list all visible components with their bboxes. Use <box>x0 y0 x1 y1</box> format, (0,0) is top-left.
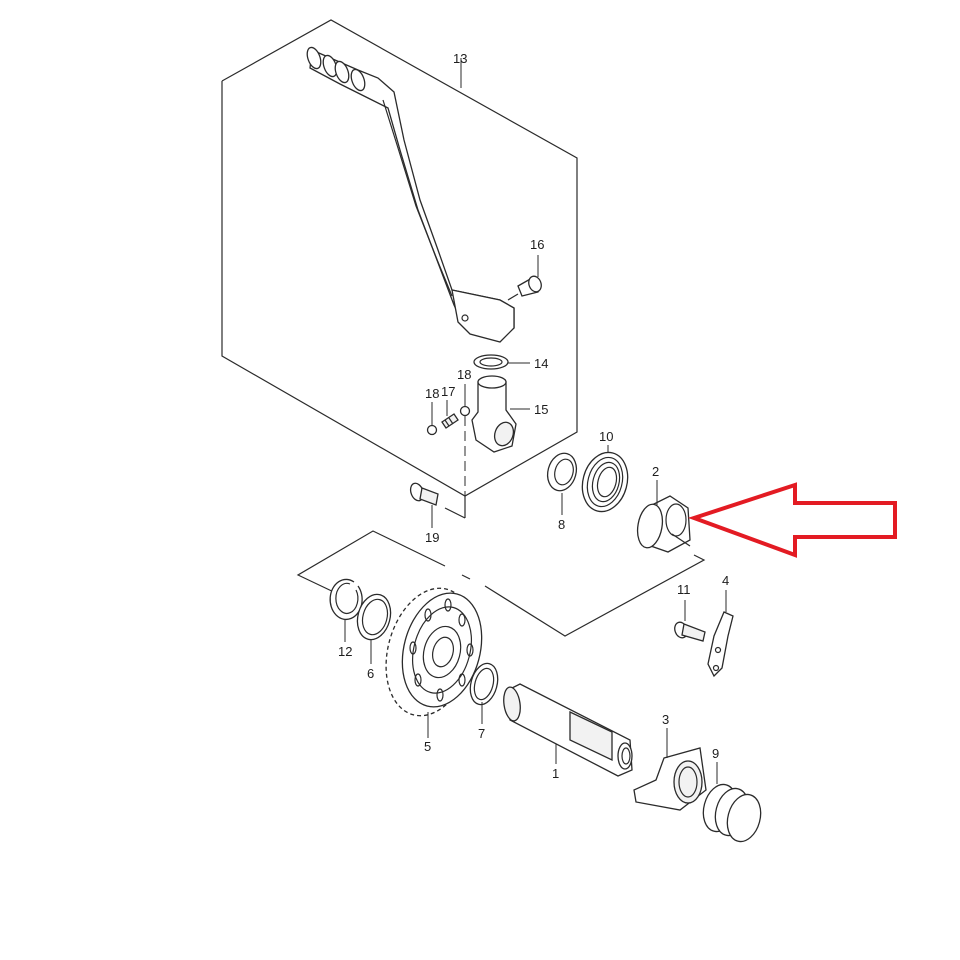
label-10: 10 <box>599 429 613 444</box>
guide-2 <box>636 495 691 553</box>
circlip-12 <box>329 578 363 621</box>
label-17: 17 <box>441 384 455 399</box>
label-2: 2 <box>652 464 659 479</box>
label-13: 13 <box>453 51 467 66</box>
return-spring-10 <box>581 451 629 513</box>
label-9: 9 <box>712 746 719 761</box>
label-18b: 18 <box>457 367 471 382</box>
oil-seal-8 <box>546 452 578 492</box>
label-19: 19 <box>425 530 439 545</box>
ratchet-3 <box>633 747 707 811</box>
label-1: 1 <box>552 766 559 781</box>
kick-lever <box>306 46 515 343</box>
label-6: 6 <box>367 666 374 681</box>
gear-5 <box>385 587 483 717</box>
label-18a: 18 <box>425 386 439 401</box>
shaft-1 <box>503 683 633 777</box>
washer-7 <box>469 662 499 706</box>
washer-6 <box>356 593 392 641</box>
label-3: 3 <box>662 712 669 727</box>
lever-boss-15 <box>471 375 517 453</box>
spring-9 <box>702 783 762 843</box>
stopper-plate-4 <box>707 611 734 678</box>
label-5: 5 <box>424 739 431 754</box>
label-11: 11 <box>677 582 691 597</box>
assembly-box-lower <box>296 530 706 637</box>
ball-18a <box>426 424 438 436</box>
label-8: 8 <box>558 517 565 532</box>
bolt-11 <box>674 621 706 642</box>
highlight-arrow <box>687 482 897 558</box>
assembly-box-13 <box>221 19 578 519</box>
label-7: 7 <box>478 726 485 741</box>
label-16: 16 <box>530 237 544 252</box>
bolt-19 <box>409 482 439 506</box>
spring-17 <box>441 413 459 429</box>
o-ring-14 <box>473 354 509 370</box>
label-4: 4 <box>722 573 729 588</box>
label-14: 14 <box>534 356 548 371</box>
ball-18b <box>459 405 471 417</box>
label-12: 12 <box>338 644 352 659</box>
bolt-16 <box>507 275 542 301</box>
label-15: 15 <box>534 402 548 417</box>
